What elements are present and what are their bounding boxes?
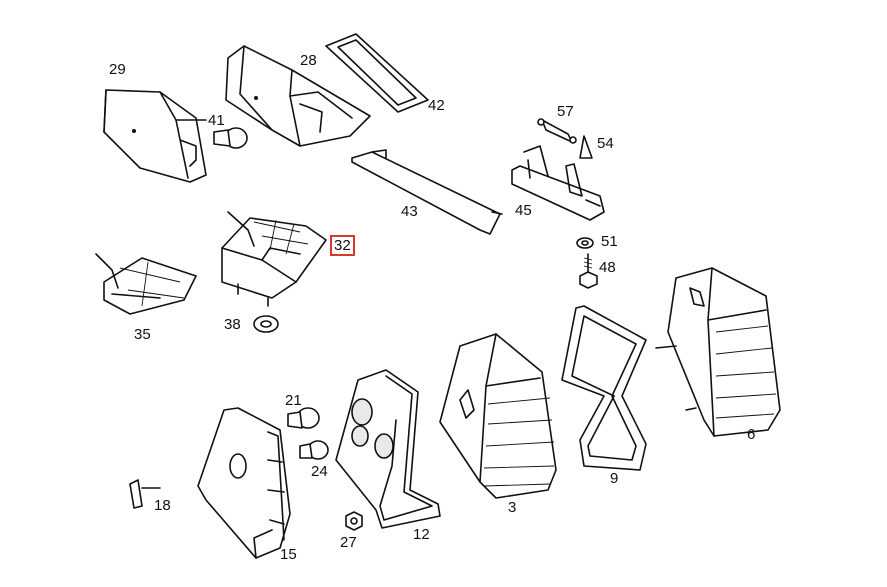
part-number-28: 28 — [300, 52, 317, 69]
part-number-51: 51 — [601, 233, 618, 250]
part-24-bulb — [299, 440, 329, 460]
part-35-bracket — [95, 253, 197, 315]
part-number-18: 18 — [154, 497, 171, 514]
part-number-6: 6 — [747, 426, 756, 443]
part-41-bulb — [213, 127, 248, 149]
part-number-57: 57 — [557, 103, 574, 120]
part-number-3: 3 — [508, 499, 517, 516]
part-number-48: 48 — [599, 259, 616, 276]
part-number-24: 24 — [311, 463, 328, 480]
part-number-9: 9 — [610, 470, 619, 487]
part-number-41: 41 — [208, 112, 225, 129]
part-number-27: 27 — [340, 534, 357, 551]
part-number-21: 21 — [285, 392, 302, 409]
part-number-12: 12 — [413, 526, 430, 543]
part-57-bulb — [537, 118, 577, 144]
part-6-tail-lamp — [655, 267, 781, 437]
part-3-lens — [439, 333, 557, 499]
part-12-seal — [335, 369, 441, 529]
part-45-holder — [511, 145, 605, 221]
part-15-plate — [197, 407, 291, 559]
part-number-38: 38 — [224, 316, 241, 333]
part-48-screw — [579, 253, 598, 289]
part-27-nut — [345, 511, 363, 531]
part-51-washer — [576, 237, 594, 249]
part-number-15: 15 — [280, 546, 297, 563]
part-38-grommet — [253, 315, 279, 333]
part-54-clip — [579, 135, 593, 159]
part-number-42: 42 — [428, 97, 445, 114]
part-number-35: 35 — [134, 326, 151, 343]
part-number-54: 54 — [597, 135, 614, 152]
part-number-45: 45 — [515, 202, 532, 219]
part-21-bulb — [287, 407, 320, 429]
part-number-43: 43 — [401, 203, 418, 220]
part-42-gasket — [325, 33, 429, 113]
part-9-gasket — [561, 305, 647, 471]
part-number-29: 29 — [109, 61, 126, 78]
part-29-housing — [103, 89, 207, 183]
part-number-32-highlighted[interactable]: 32 — [330, 235, 355, 256]
part-28-housing — [225, 45, 371, 147]
part-32-lamp-unit — [221, 211, 327, 307]
part-43-strip — [351, 149, 503, 235]
part-18-connector — [129, 479, 161, 509]
